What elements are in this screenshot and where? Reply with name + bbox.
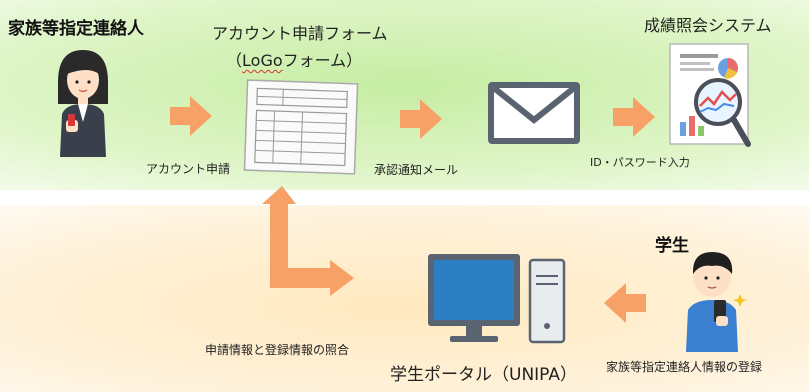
form-sheet-icon	[243, 79, 359, 175]
bottom-flow-band	[0, 205, 809, 392]
form-title-line2: （LoGoフォーム）	[226, 51, 363, 70]
arrow-left	[604, 283, 646, 323]
bidirectional-l-arrow	[262, 186, 354, 296]
grades-report-icon	[669, 43, 751, 147]
arrow-right-2	[400, 99, 442, 139]
student-title: 学生	[655, 236, 689, 256]
portal-title: 学生ポータル（UNIPA）	[390, 365, 577, 385]
arrow-right-1	[170, 96, 212, 136]
step-account-request: アカウント申請	[146, 162, 231, 176]
contact-person-title: 家族等指定連絡人	[8, 19, 144, 39]
form-title-line1: アカウント申請フォーム	[212, 24, 388, 43]
step-cross-check: 申請情報と登録情報の照合	[205, 343, 350, 357]
arrow-right-3	[613, 97, 655, 137]
logo-word: LoGo	[242, 51, 283, 70]
desktop-computer-icon	[428, 254, 566, 344]
grades-system-title: 成績照会システム	[644, 16, 772, 35]
step-id-password: ID・パスワード入力	[590, 156, 690, 169]
contact-person-icon	[58, 50, 108, 157]
envelope-icon	[488, 82, 580, 144]
step-approval-mail: 承認通知メール	[374, 163, 459, 177]
step-register-contact: 家族等指定連絡人情報の登録	[606, 360, 763, 374]
student-icon	[686, 252, 747, 352]
